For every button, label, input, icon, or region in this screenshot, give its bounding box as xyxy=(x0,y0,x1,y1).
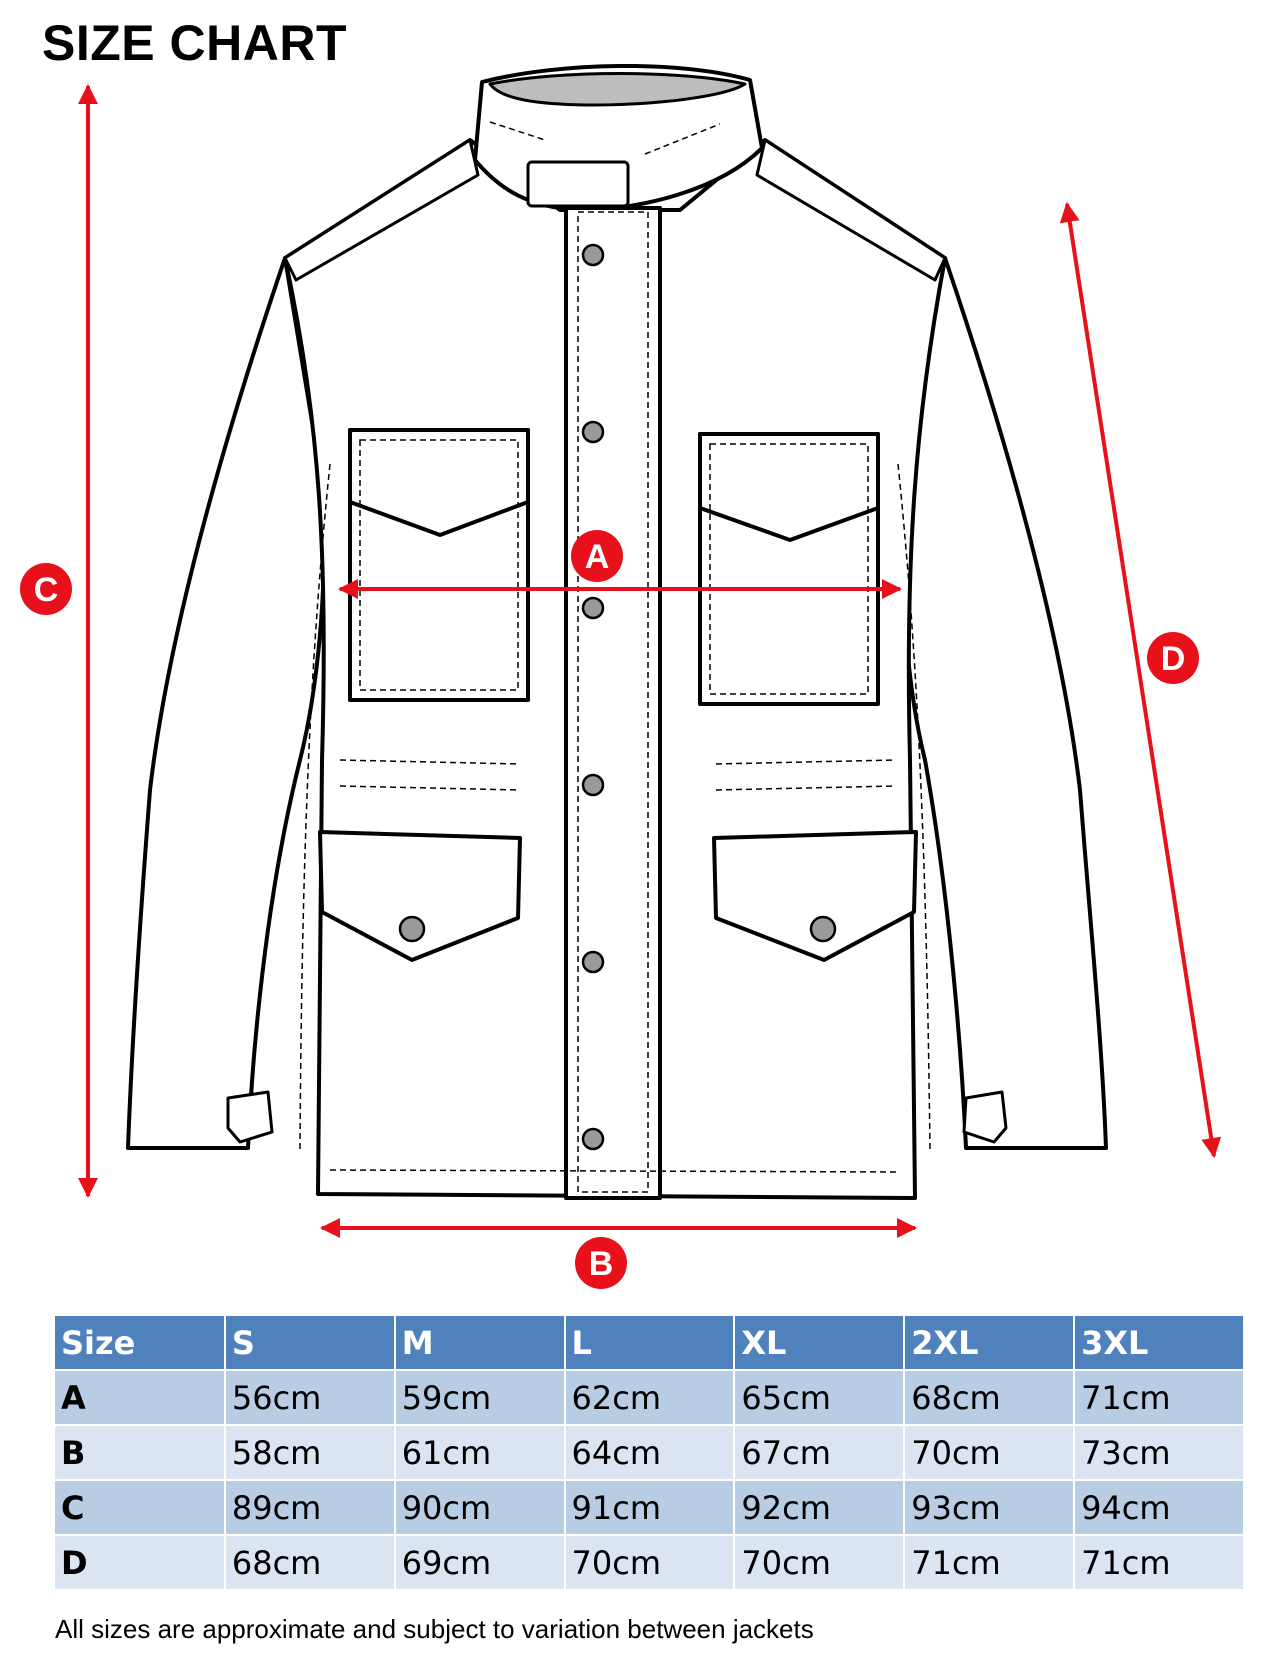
stitching xyxy=(299,121,931,1193)
row-label: D xyxy=(55,1535,226,1591)
jacket-diagram: A B C D xyxy=(20,63,1222,1289)
table-cell: 70cm xyxy=(734,1535,906,1591)
table-cell: 71cm xyxy=(904,1535,1076,1591)
header-cell-3xl: 3XL xyxy=(1074,1316,1245,1371)
footnote: All sizes are approximate and subject to… xyxy=(55,1614,814,1644)
table-cell: 64cm xyxy=(564,1425,736,1481)
header-cell-m: M xyxy=(394,1316,566,1371)
table-cell: 71cm xyxy=(1074,1370,1245,1426)
table-row: B 58cm 61cm 64cm 67cm 70cm 73cm xyxy=(55,1425,1245,1481)
table-cell: 71cm xyxy=(1074,1535,1245,1591)
header-cell-size: Size xyxy=(55,1316,226,1371)
table-cell: 92cm xyxy=(734,1480,906,1536)
jacket-illustration xyxy=(126,63,1108,1200)
row-label: A xyxy=(55,1370,226,1426)
buttons xyxy=(398,243,837,1151)
table-cell: 58cm xyxy=(224,1425,396,1481)
badge-d-label: D xyxy=(1161,640,1186,678)
table-cell: 56cm xyxy=(224,1370,396,1426)
table-cell: 70cm xyxy=(904,1425,1076,1481)
header-cell-l: L xyxy=(564,1316,736,1371)
table-cell: 65cm xyxy=(734,1370,906,1426)
table-cell: 89cm xyxy=(224,1480,396,1536)
badge-a: A xyxy=(571,530,623,582)
table-cell: 69cm xyxy=(394,1535,566,1591)
measurement-arrows xyxy=(78,84,1222,1238)
table-cell: 73cm xyxy=(1074,1425,1245,1481)
table-cell: 90cm xyxy=(394,1480,566,1536)
table-cell: 94cm xyxy=(1074,1480,1245,1536)
header-cell-s: S xyxy=(224,1316,396,1371)
table-cell: 70cm xyxy=(564,1535,736,1591)
badge-b-label: B xyxy=(589,1245,614,1283)
badge-d: D xyxy=(1147,632,1199,684)
arrow-d xyxy=(1059,202,1222,1158)
size-table: Size S M L XL 2XL 3XL A 56cm 59cm 62cm 6… xyxy=(55,1316,1245,1591)
table-cell: 68cm xyxy=(224,1535,396,1591)
header-cell-xl: XL xyxy=(734,1316,906,1371)
left-sleeve xyxy=(126,256,326,1150)
page-title: SIZE CHART xyxy=(42,15,347,71)
table-cell: 93cm xyxy=(904,1480,1076,1536)
table-cell: 68cm xyxy=(904,1370,1076,1426)
badge-c: C xyxy=(20,563,72,615)
table-row: D 68cm 69cm 70cm 70cm 71cm 71cm xyxy=(55,1535,1245,1591)
table-cell: 67cm xyxy=(734,1425,906,1481)
table-row: C 89cm 90cm 91cm 92cm 93cm 94cm xyxy=(55,1480,1245,1536)
header-cell-2xl: 2XL xyxy=(904,1316,1076,1371)
badge-b: B xyxy=(575,1237,627,1289)
table-cell: 91cm xyxy=(564,1480,736,1536)
table-row: A 56cm 59cm 62cm 65cm 68cm 71cm xyxy=(55,1370,1245,1426)
badge-c-label: C xyxy=(34,571,59,609)
right-sleeve xyxy=(900,256,1108,1150)
row-label: B xyxy=(55,1425,226,1481)
table-cell: 59cm xyxy=(394,1370,566,1426)
size-table-header-row: Size S M L XL 2XL 3XL xyxy=(55,1316,1245,1371)
table-cell: 61cm xyxy=(394,1425,566,1481)
row-label: C xyxy=(55,1480,226,1536)
badge-a-label: A xyxy=(585,538,610,576)
table-cell: 62cm xyxy=(564,1370,736,1426)
